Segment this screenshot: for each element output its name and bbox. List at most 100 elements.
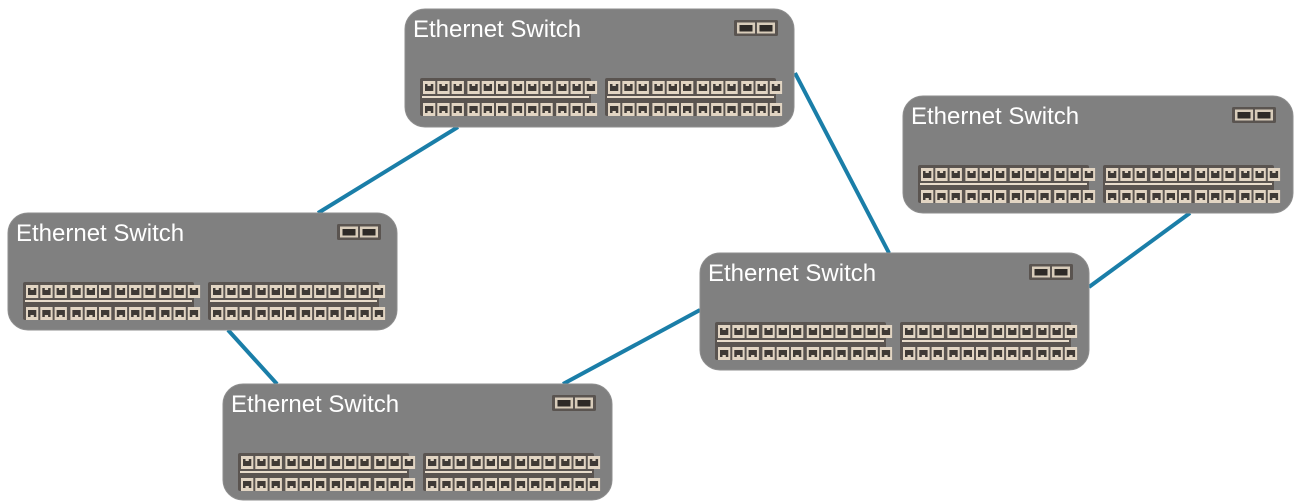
ethernet-port-icon bbox=[903, 347, 916, 360]
uplink-port-icon bbox=[555, 397, 573, 409]
link-line bbox=[316, 125, 460, 215]
ethernet-port-icon bbox=[314, 456, 327, 469]
ethernet-port-icon bbox=[299, 285, 313, 298]
ethernet-port-icon bbox=[652, 103, 665, 116]
ethernet-port-icon bbox=[451, 103, 464, 116]
switch-title: Ethernet Switch bbox=[911, 103, 1079, 130]
ethernet-port-icon bbox=[1020, 325, 1033, 338]
ethernet-port-icon bbox=[358, 307, 371, 320]
port-bank-1 bbox=[23, 282, 201, 320]
ethernet-port-icon bbox=[328, 285, 341, 298]
ethernet-port-icon bbox=[931, 325, 944, 338]
ethernet-port-icon bbox=[762, 325, 775, 338]
ethernet-port-icon bbox=[1009, 190, 1023, 203]
ethernet-port-icon bbox=[358, 285, 371, 298]
switch-node: Ethernet Switch bbox=[404, 8, 795, 128]
ethernet-port-icon bbox=[84, 285, 97, 298]
ethernet-port-icon bbox=[70, 285, 83, 298]
ethernet-port-icon bbox=[1006, 325, 1019, 338]
ethernet-port-icon bbox=[746, 325, 759, 338]
uplink-port-icon bbox=[757, 22, 775, 34]
ethernet-port-icon bbox=[329, 456, 343, 469]
ethernet-port-icon bbox=[1082, 190, 1096, 203]
ethernet-port-icon bbox=[511, 103, 525, 116]
ethernet-port-icon bbox=[961, 347, 974, 360]
ethernet-port-icon bbox=[241, 478, 254, 491]
ethernet-port-icon bbox=[239, 307, 252, 320]
ethernet-port-icon bbox=[636, 81, 649, 94]
ethernet-port-icon bbox=[741, 81, 754, 94]
ethernet-port-icon bbox=[1164, 190, 1177, 203]
ethernet-port-icon bbox=[1106, 190, 1119, 203]
ethernet-port-icon bbox=[573, 478, 586, 491]
ethernet-port-icon bbox=[1209, 168, 1222, 181]
ethernet-port-icon bbox=[732, 347, 745, 360]
ethernet-port-icon bbox=[1150, 168, 1163, 181]
ethernet-port-icon bbox=[935, 168, 948, 181]
ethernet-port-icon bbox=[426, 478, 439, 491]
ethernet-port-icon bbox=[835, 325, 848, 338]
ethernet-port-icon bbox=[979, 168, 992, 181]
ethernet-port-icon bbox=[314, 478, 327, 491]
ethernet-port-icon bbox=[423, 81, 436, 94]
ethernet-port-icon bbox=[269, 307, 282, 320]
ethernet-port-icon bbox=[372, 285, 386, 298]
ethernet-port-icon bbox=[187, 285, 201, 298]
ethernet-port-icon bbox=[529, 456, 542, 469]
ethernet-port-icon bbox=[26, 285, 39, 298]
ethernet-port-icon bbox=[374, 478, 387, 491]
ethernet-port-icon bbox=[540, 103, 553, 116]
switch-node: Ethernet Switch bbox=[222, 383, 613, 501]
port-bank-divider bbox=[920, 183, 1087, 185]
ethernet-port-icon bbox=[526, 103, 539, 116]
ethernet-port-icon bbox=[666, 103, 679, 116]
ethernet-port-icon bbox=[1209, 190, 1222, 203]
ethernet-port-icon bbox=[1253, 168, 1266, 181]
ethernet-port-icon bbox=[269, 478, 282, 491]
switch-node: Ethernet Switch bbox=[699, 252, 1090, 371]
port-bank-divider bbox=[210, 300, 377, 302]
port-bank-divider bbox=[240, 471, 407, 473]
ethernet-port-icon bbox=[776, 347, 789, 360]
ethernet-port-icon bbox=[976, 347, 989, 360]
ethernet-port-icon bbox=[961, 325, 974, 338]
ethernet-port-icon bbox=[440, 478, 453, 491]
ethernet-port-icon bbox=[211, 307, 224, 320]
ethernet-port-icon bbox=[423, 103, 436, 116]
ethernet-port-icon bbox=[681, 81, 694, 94]
ethernet-port-icon bbox=[1253, 190, 1266, 203]
ethernet-port-icon bbox=[159, 307, 172, 320]
ethernet-port-icon bbox=[556, 81, 569, 94]
switch-title: Ethernet Switch bbox=[708, 260, 876, 287]
ethernet-port-icon bbox=[143, 307, 156, 320]
ethernet-port-icon bbox=[570, 103, 583, 116]
ethernet-port-icon bbox=[587, 456, 601, 469]
ethernet-port-icon bbox=[454, 478, 467, 491]
port-bank-1 bbox=[420, 78, 598, 116]
ethernet-port-icon bbox=[851, 347, 864, 360]
ethernet-port-icon bbox=[358, 456, 371, 469]
ethernet-port-icon bbox=[255, 456, 268, 469]
ethernet-port-icon bbox=[949, 168, 962, 181]
port-bank-1 bbox=[238, 453, 416, 491]
ethernet-port-icon bbox=[1223, 190, 1236, 203]
ethernet-port-icon bbox=[1134, 190, 1147, 203]
switch-title: Ethernet Switch bbox=[16, 220, 184, 247]
ethernet-port-icon bbox=[402, 478, 416, 491]
ethernet-port-icon bbox=[1134, 168, 1147, 181]
ethernet-port-icon bbox=[470, 478, 483, 491]
ethernet-port-icon bbox=[921, 168, 934, 181]
ethernet-port-icon bbox=[484, 478, 497, 491]
ethernet-port-icon bbox=[84, 307, 97, 320]
uplink-ports-icon bbox=[1232, 107, 1276, 123]
ethernet-port-icon bbox=[440, 456, 453, 469]
link-line bbox=[793, 72, 891, 254]
ethernet-port-icon bbox=[806, 325, 820, 338]
ethernet-port-icon bbox=[1068, 168, 1081, 181]
ethernet-port-icon bbox=[559, 478, 572, 491]
ethernet-port-icon bbox=[358, 478, 371, 491]
ethernet-port-icon bbox=[285, 456, 298, 469]
ethernet-port-icon bbox=[114, 285, 128, 298]
ethernet-port-icon bbox=[529, 478, 542, 491]
ethernet-port-icon bbox=[114, 307, 128, 320]
